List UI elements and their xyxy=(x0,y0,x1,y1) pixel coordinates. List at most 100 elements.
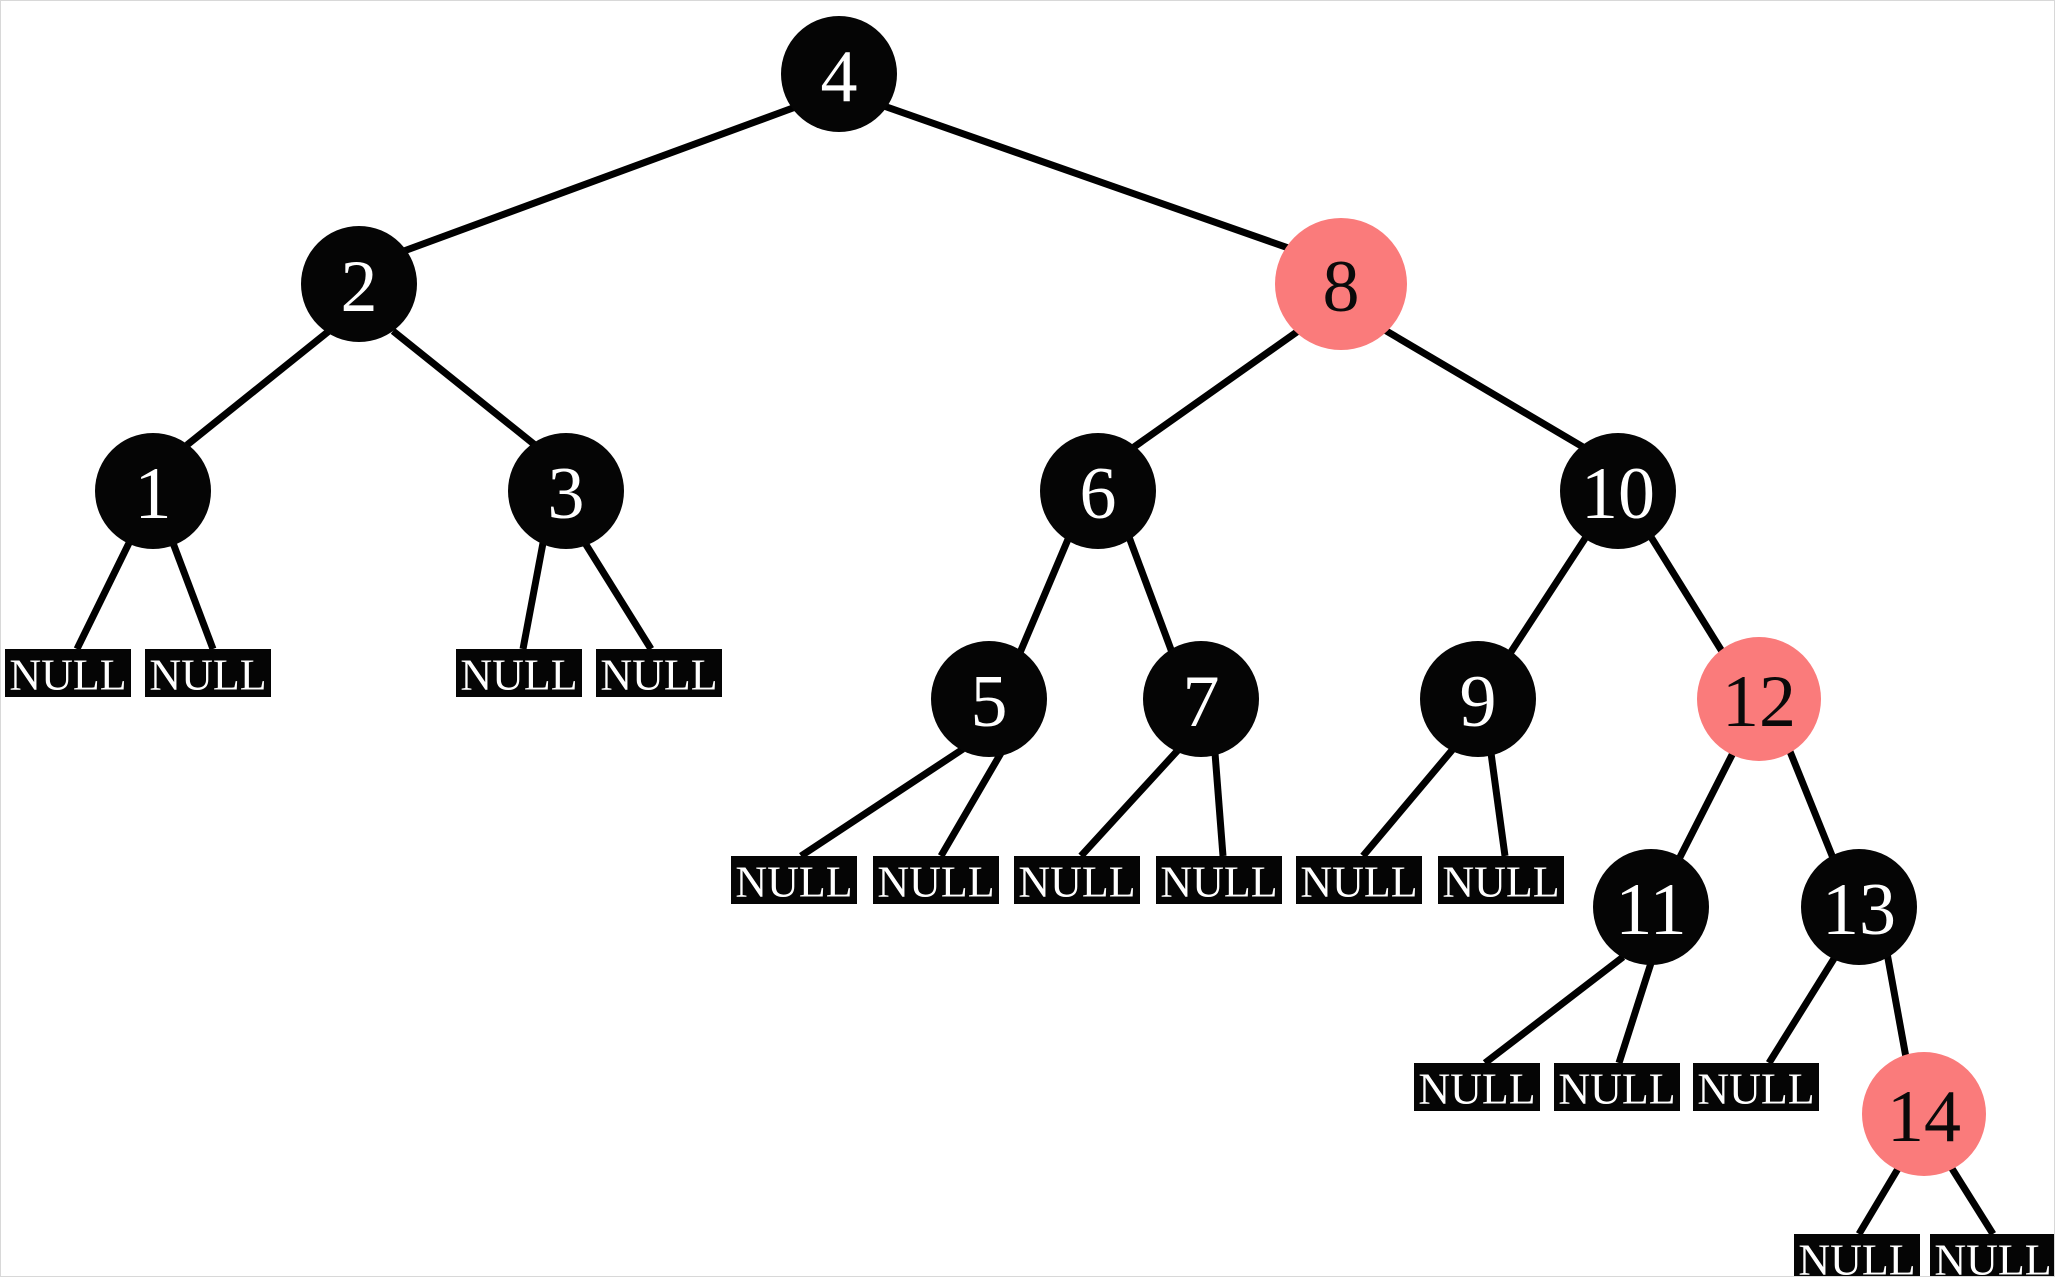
node-label: 13 xyxy=(1822,869,1896,951)
tree-edge xyxy=(799,746,965,859)
null-leaf-box xyxy=(1794,1234,1920,1276)
tree-node-6[interactable]: 6 xyxy=(1040,433,1156,549)
null-leaf: NULL xyxy=(5,649,131,700)
tree-node-2[interactable]: 2 xyxy=(301,226,417,342)
tree-edge xyxy=(184,328,332,448)
tree-node-7[interactable]: 7 xyxy=(1143,641,1259,757)
node-label: 5 xyxy=(971,661,1008,743)
null-leaf-label: NULL xyxy=(735,858,852,907)
tree-edge xyxy=(1125,535,1177,657)
tree-node-12[interactable]: 12 xyxy=(1697,637,1821,761)
null-leaf-label: NULL xyxy=(1418,1065,1535,1114)
node-circle-black[interactable] xyxy=(508,433,624,549)
tree-edge xyxy=(1855,1165,1903,1236)
tree-edge xyxy=(390,328,538,448)
node-circle-black[interactable] xyxy=(95,433,211,549)
null-leaf-box xyxy=(1554,1063,1680,1111)
tree-edge xyxy=(582,541,654,651)
null-leaf-box xyxy=(873,856,999,904)
tree-node-9[interactable]: 9 xyxy=(1420,641,1536,757)
null-leaf-box xyxy=(456,649,582,697)
tree-edge xyxy=(519,542,547,650)
tree-edge xyxy=(1883,952,1911,1064)
null-leaf: NULL xyxy=(1156,856,1282,907)
null-leaf: NULL xyxy=(1554,1063,1680,1114)
null-leaf-box xyxy=(596,649,722,697)
node-circle-red[interactable] xyxy=(1697,637,1821,761)
tree-edge xyxy=(1015,535,1073,657)
tree-node-4[interactable]: 4 xyxy=(781,16,897,132)
node-circle-red[interactable] xyxy=(1275,218,1407,350)
tree-edge xyxy=(1766,955,1838,1065)
edges-layer xyxy=(73,101,1996,1236)
null-leaf-box xyxy=(1014,856,1140,904)
node-circle-black[interactable] xyxy=(1143,641,1259,757)
null-leaf: NULL xyxy=(1438,856,1564,907)
null-leaf: NULL xyxy=(731,856,857,907)
null-leaf: NULL xyxy=(1930,1234,2054,1276)
node-circle-black[interactable] xyxy=(1040,433,1156,549)
tree-node-5[interactable]: 5 xyxy=(931,641,1047,757)
null-leaves-layer: NULL NULL NULL NULL NULL NULL NULL NULL NULL NULL… xyxy=(5,649,2054,1277)
node-circle-black[interactable] xyxy=(1801,849,1917,965)
null-leaf: NULL xyxy=(145,649,271,700)
null-leaf: NULL xyxy=(596,649,722,700)
null-leaf-box xyxy=(1296,856,1422,904)
tree-node-10[interactable]: 10 xyxy=(1560,433,1676,549)
tree-node-1[interactable]: 1 xyxy=(95,433,211,549)
null-leaf-label: NULL xyxy=(1558,1065,1675,1114)
node-circle-black[interactable] xyxy=(301,226,417,342)
null-leaf-box xyxy=(1156,856,1282,904)
null-leaf-box xyxy=(5,649,131,697)
tree-node-3[interactable]: 3 xyxy=(508,433,624,549)
node-circle-black[interactable] xyxy=(1560,433,1676,549)
tree-node-8[interactable]: 8 xyxy=(1275,218,1407,350)
node-circle-black[interactable] xyxy=(1420,641,1536,757)
tree-edge xyxy=(1673,747,1739,865)
null-leaf-box xyxy=(145,649,271,697)
null-leaf: NULL xyxy=(456,649,582,700)
node-label: 12 xyxy=(1722,661,1796,743)
null-leaf-label: NULL xyxy=(1300,858,1417,907)
null-leaf-box xyxy=(1930,1234,2054,1276)
tree-node-14[interactable]: 14 xyxy=(1862,1052,1986,1176)
null-leaf-box xyxy=(1693,1063,1819,1111)
node-circle-black[interactable] xyxy=(781,16,897,132)
node-label: 9 xyxy=(1460,661,1497,743)
null-leaf-label: NULL xyxy=(1018,858,1135,907)
null-leaf-label: NULL xyxy=(1798,1236,1915,1277)
tree-edge xyxy=(1482,954,1626,1066)
tree-edge xyxy=(1785,747,1839,865)
null-leaf-box xyxy=(731,856,857,904)
tree-node-11[interactable]: 11 xyxy=(1593,849,1709,965)
null-leaf: NULL xyxy=(1014,856,1140,907)
node-circle-black[interactable] xyxy=(1593,849,1709,965)
null-leaf-label: NULL xyxy=(600,651,717,700)
node-label: 1 xyxy=(135,453,172,535)
tree-edge xyxy=(937,751,1005,858)
null-leaf: NULL xyxy=(1296,856,1422,907)
tree-edge xyxy=(73,541,133,651)
node-circle-black[interactable] xyxy=(931,641,1047,757)
null-leaf: NULL xyxy=(1414,1063,1540,1114)
tree-node-13[interactable]: 13 xyxy=(1801,849,1917,965)
node-label: 8 xyxy=(1323,246,1360,328)
null-leaf-label: NULL xyxy=(1442,858,1559,907)
tree-edge xyxy=(1948,1165,1996,1236)
tree-edge xyxy=(1211,752,1227,857)
null-leaf-label: NULL xyxy=(1697,1065,1814,1114)
null-leaf: NULL xyxy=(1693,1063,1819,1114)
node-label: 11 xyxy=(1615,869,1686,951)
node-circle-red[interactable] xyxy=(1862,1052,1986,1176)
tree-edge xyxy=(1360,746,1456,859)
node-label: 3 xyxy=(548,453,585,535)
null-leaf-label: NULL xyxy=(877,858,994,907)
null-leaf-label: NULL xyxy=(9,651,126,700)
tree-edge xyxy=(169,541,217,651)
tree-edge xyxy=(1078,746,1182,859)
tree-edge xyxy=(391,101,803,259)
tree-edge xyxy=(1131,326,1304,450)
node-label: 4 xyxy=(821,36,858,118)
